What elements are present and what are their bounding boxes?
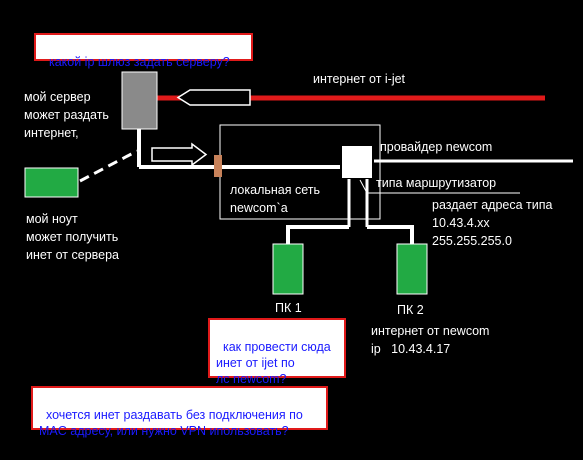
wireless-link xyxy=(79,149,138,183)
pc-icon xyxy=(272,243,304,295)
router-icon xyxy=(340,144,374,180)
pc1-label: ПК 1 xyxy=(275,301,302,315)
ijet-label: интернет от i-jet xyxy=(313,72,406,86)
mac-question-text: хочется инет раздавать без подключения п… xyxy=(39,408,303,438)
provider-label: провайдер newcom xyxy=(380,140,493,154)
lan-connector xyxy=(214,155,222,177)
lan-label: локальная сеть newcom`a xyxy=(230,183,321,215)
pc1-question-text: как провести сюда инет от ijet по лс new… xyxy=(216,340,331,386)
mac-question-note: хочется инет раздавать без подключения п… xyxy=(31,386,328,438)
pc-icon xyxy=(396,243,428,295)
arrow-icon xyxy=(176,89,251,106)
pc1-question-note: как провести сюда инет от ijet по лс new… xyxy=(208,318,346,386)
laptop-icon xyxy=(24,167,79,198)
server-label: мой сервер может раздать интернет, xyxy=(24,90,109,140)
laptop-label: мой ноут может получить инет от сервера xyxy=(26,212,120,262)
router-label: типа маршрутизатор xyxy=(376,176,497,190)
gateway-question-text: какой ip шлюз задать серверу? xyxy=(48,55,230,69)
dhcp-label: раздает адреса типа 10.43.4.xx 255.255.2… xyxy=(432,198,553,248)
pc2-info-label: интернет от newcom ip 10.43.4.17 xyxy=(371,324,490,356)
pc2-label: ПК 2 xyxy=(397,303,424,317)
gateway-question-note: какой ip шлюз задать серверу? xyxy=(34,33,253,69)
server-icon xyxy=(121,71,158,130)
arrow-icon xyxy=(151,142,208,167)
